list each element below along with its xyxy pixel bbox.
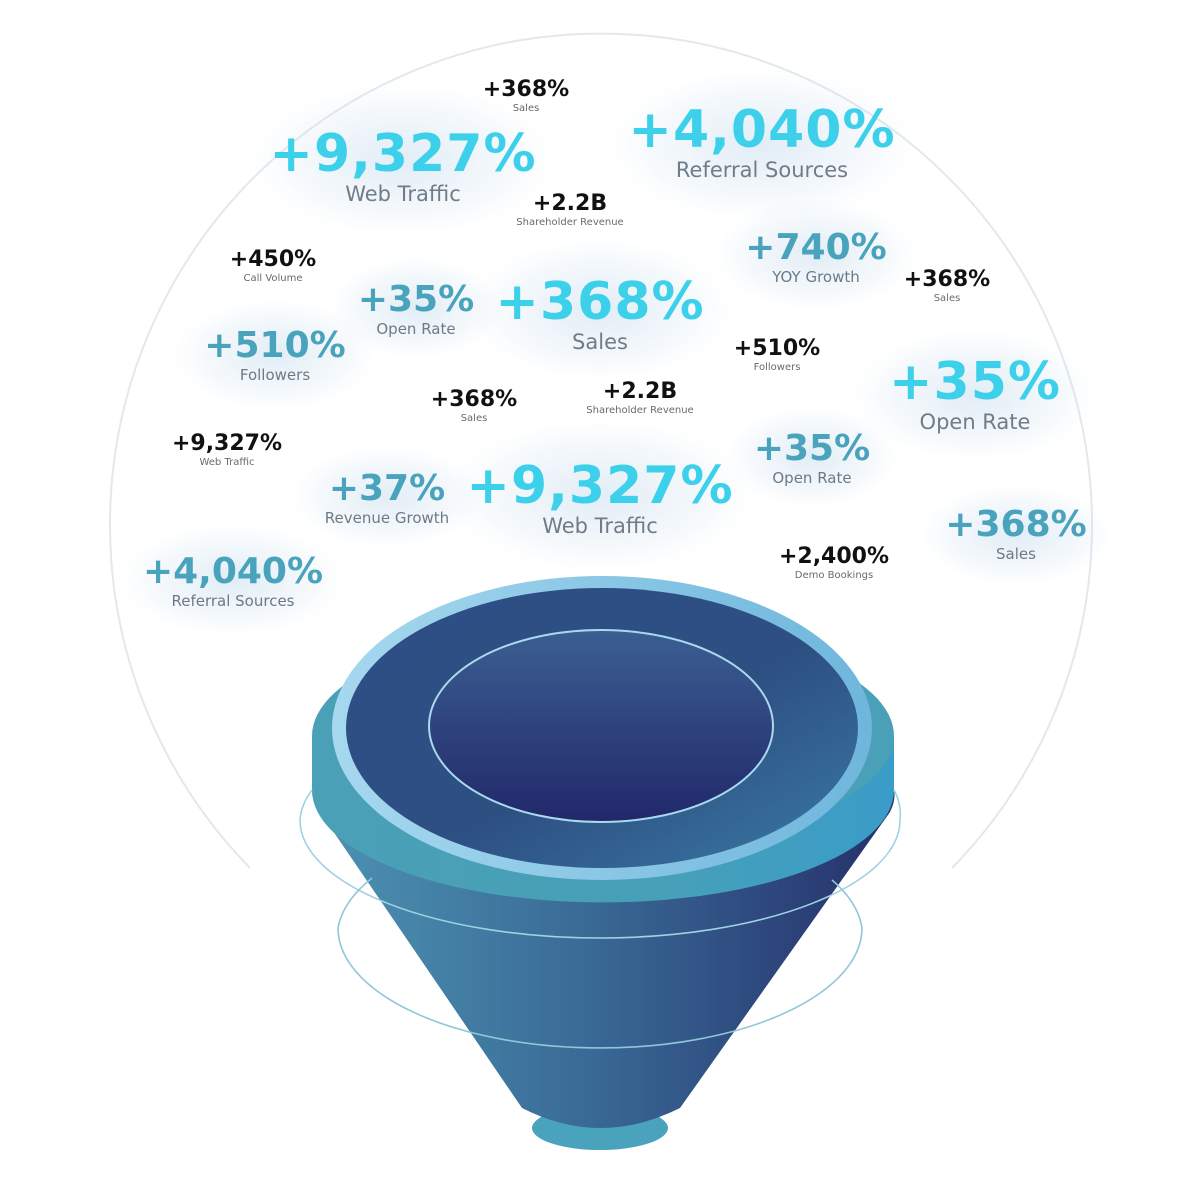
stat-sales-small-1: +368% Sales	[483, 79, 569, 114]
stat-label: Followers	[753, 362, 801, 373]
stat-web-traffic-large-2: +9,327% Web Traffic	[466, 460, 733, 537]
stat-label: Revenue Growth	[324, 509, 450, 527]
stat-label: Sales	[933, 293, 961, 304]
stat-value: +450%	[229, 247, 317, 272]
stat-open-rate-medium-1: +35% Open Rate	[358, 282, 474, 337]
orbit-ring-outer-right	[893, 789, 902, 821]
stat-label: YOY Growth	[772, 268, 860, 286]
stat-value: +368%	[430, 387, 518, 412]
stat-value: +368%	[903, 267, 991, 292]
stat-label: Web Traffic	[542, 514, 658, 538]
stat-label: Sales	[512, 103, 540, 114]
stat-value: +2.2B	[602, 379, 678, 404]
stat-open-rate-medium-2: +35% Open Rate	[754, 431, 870, 486]
funnel-opening	[428, 629, 774, 823]
stat-value: +35%	[753, 428, 871, 469]
stat-referral-sources-medium: +4,040% Referral Sources	[143, 554, 323, 609]
stat-followers-medium: +510% Followers	[204, 328, 345, 383]
stat-label: Web Traffic	[345, 182, 461, 206]
background-arc	[109, 32, 1093, 869]
stat-value: +368%	[945, 504, 1087, 545]
stat-shareholder-revenue-small-1: +2.2B Shareholder Revenue	[516, 193, 623, 228]
stat-label: Shareholder Revenue	[586, 405, 694, 416]
stat-open-rate-large: +35% Open Rate	[889, 356, 1061, 433]
stat-value: +2,400%	[778, 544, 890, 569]
stat-value: +9,327%	[171, 431, 283, 456]
stat-label: Shareholder Revenue	[516, 217, 624, 228]
stat-label: Referral Sources	[675, 158, 849, 182]
stat-call-volume: +450% Call Volume	[230, 249, 316, 284]
orbit-ring-outer	[299, 819, 901, 939]
stat-label: Open Rate	[919, 410, 1031, 434]
stat-value: +2.2B	[532, 191, 608, 216]
stat-label: Web Traffic	[199, 457, 255, 468]
stat-value: +368%	[495, 272, 705, 332]
stat-revenue-growth: +37% Revenue Growth	[325, 471, 449, 526]
stat-label: Open Rate	[376, 320, 456, 338]
stat-demo-bookings: +2,400% Demo Bookings	[779, 546, 889, 581]
stat-value: +4,040%	[142, 551, 324, 592]
stat-value: +510%	[733, 336, 821, 361]
orbit-ring-outer-left	[299, 789, 313, 821]
stat-label: Followers	[239, 366, 311, 384]
stat-value: +4,040%	[628, 100, 896, 160]
stat-sales-small-3: +368% Sales	[431, 389, 517, 424]
stat-web-traffic-small: +9,327% Web Traffic	[172, 433, 282, 468]
orbit-ring-inner	[337, 927, 863, 1049]
stat-sales-medium: +368% Sales	[945, 507, 1086, 562]
stat-yoy-growth: +740% YOY Growth	[745, 230, 886, 285]
stat-value: +35%	[357, 279, 475, 320]
stat-value: +9,327%	[466, 456, 734, 516]
stat-value: +35%	[888, 352, 1062, 412]
orbit-ring-inner-right	[831, 879, 863, 929]
stat-shareholder-revenue-small-2: +2.2B Shareholder Revenue	[586, 381, 693, 416]
stat-referral-sources-large: +4,040% Referral Sources	[628, 104, 895, 181]
stat-web-traffic-large-1: +9,327% Web Traffic	[269, 128, 536, 205]
orbit-ring-inner-left	[337, 877, 373, 929]
stat-followers-small: +510% Followers	[734, 338, 820, 373]
stat-value: +740%	[745, 227, 887, 268]
stat-sales-large: +368% Sales	[495, 276, 704, 353]
stat-sales-small-2: +368% Sales	[904, 269, 990, 304]
stat-label: Open Rate	[772, 469, 852, 487]
stat-label: Sales	[996, 545, 1036, 563]
stat-label: Sales	[572, 330, 628, 354]
stat-label: Referral Sources	[171, 592, 295, 610]
stat-label: Call Volume	[243, 273, 303, 284]
stat-label: Demo Bookings	[794, 570, 874, 581]
stat-value: +510%	[204, 325, 346, 366]
stat-value: +9,327%	[269, 124, 537, 184]
stat-value: +368%	[482, 77, 570, 102]
stat-value: +37%	[328, 468, 446, 509]
stat-label: Sales	[460, 413, 488, 424]
